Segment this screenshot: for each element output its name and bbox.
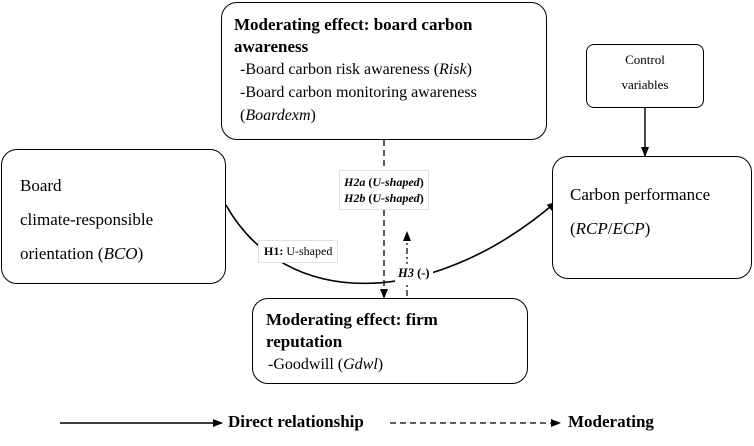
board-carbon-monitoring-awareness: -Board carbon monitoring awareness xyxy=(240,84,477,101)
bco-box xyxy=(1,149,226,284)
carbon-performance-line-1: Carbon performance xyxy=(570,185,711,204)
control-variables-line-2: variables xyxy=(621,77,669,92)
bco-line-1: Board xyxy=(20,176,62,195)
firm-reputation-title-2: reputation xyxy=(266,332,343,351)
legend-moderating-label: Moderating xyxy=(568,412,654,431)
board-carbon-awareness-title-2: awareness xyxy=(234,37,309,56)
board-carbon-awareness-title-1: Moderating effect: board carbon xyxy=(234,15,473,34)
control-variables-line-1: Control xyxy=(625,52,665,67)
firm-reputation-box xyxy=(252,298,528,384)
board-carbon-awareness-box xyxy=(221,2,547,140)
h1-label: H1: U-shaped xyxy=(258,240,339,263)
goodwill-item: -Goodwill (Gdwl) xyxy=(268,356,384,373)
control-variables-box xyxy=(586,44,704,108)
bco-line-3: orientation (BCO) xyxy=(20,244,144,263)
board-carbon-risk-awareness: -Board carbon risk awareness (Risk) xyxy=(240,61,472,78)
bco-line-2: climate-responsible xyxy=(20,210,154,229)
board-carbon-monitoring-variable: (Boardexm) xyxy=(240,107,316,124)
h2a-label: H2a (U-shaped) xyxy=(344,175,424,189)
carbon-performance-line-2: (RCP/ECP) xyxy=(570,219,651,238)
legend-direct-label: Direct relationship xyxy=(228,412,364,431)
h1-curve-arrow xyxy=(225,201,557,285)
h3-label: H3 (-) xyxy=(395,264,433,283)
firm-reputation-title-1: Moderating effect: firm xyxy=(266,310,438,329)
h2b-label: H2b (U-shaped) xyxy=(344,191,424,205)
h2-label: H2a (U-shaped) H2b (U-shaped) xyxy=(339,170,429,210)
carbon-performance-box xyxy=(552,156,752,279)
